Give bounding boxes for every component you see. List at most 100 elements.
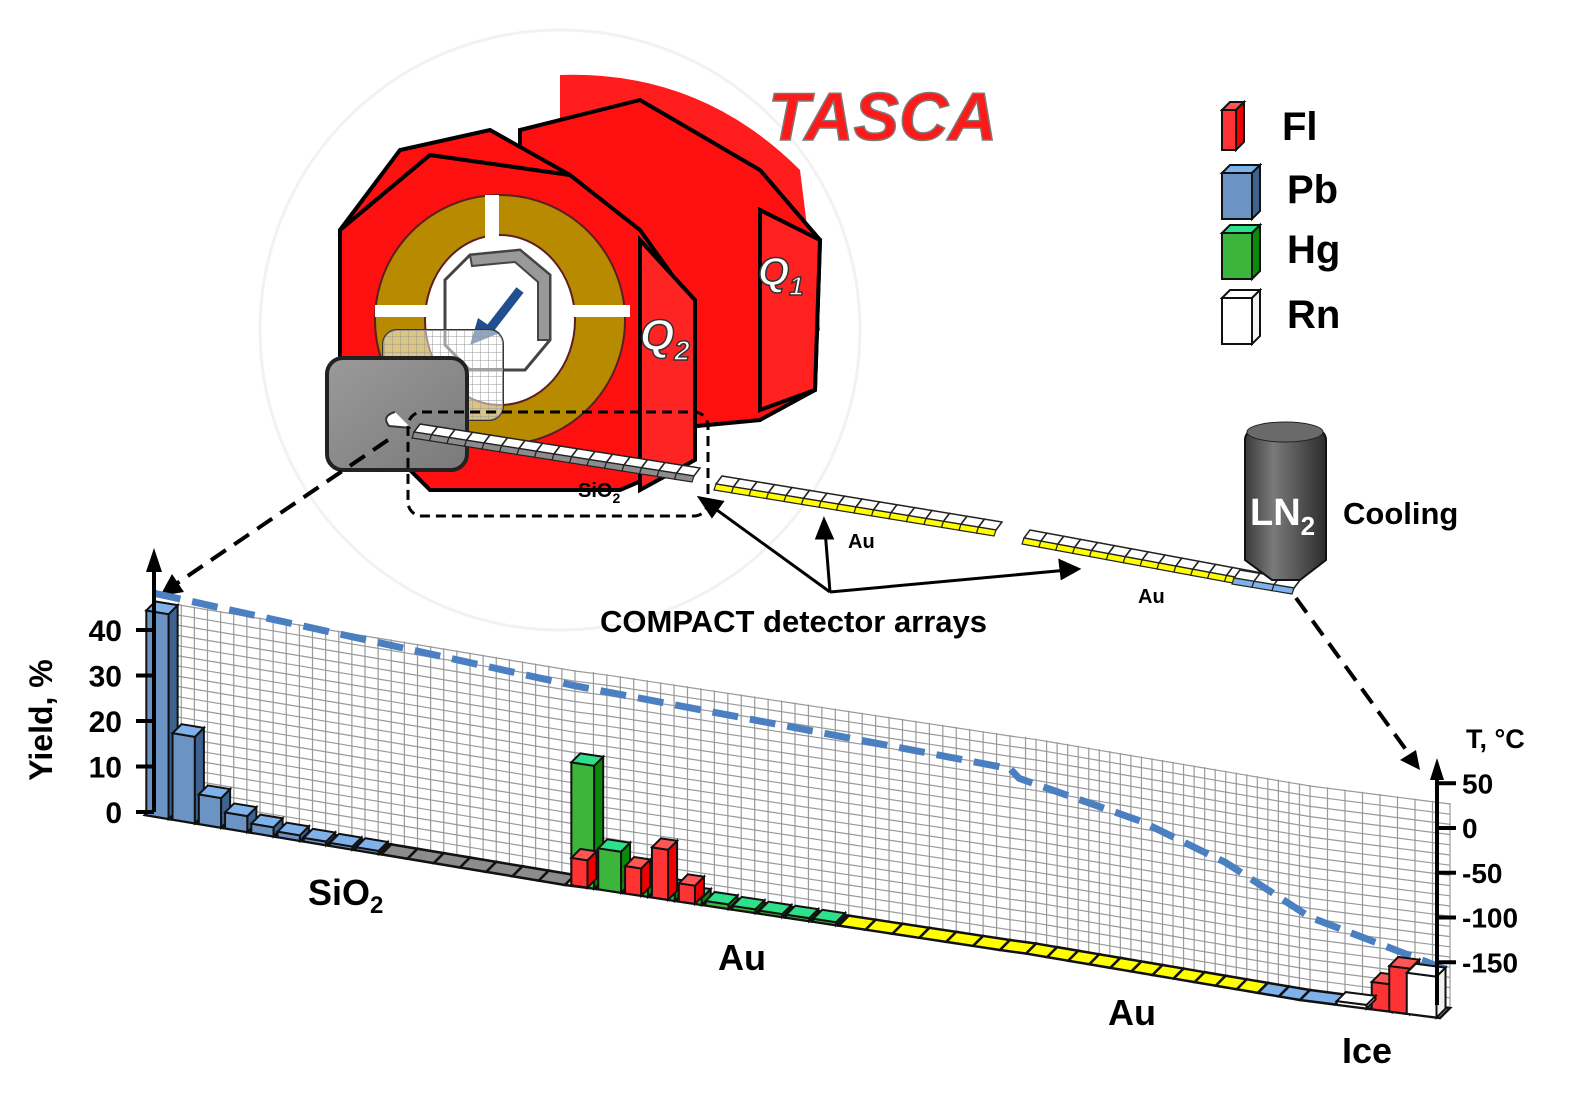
bar-top	[649, 837, 680, 851]
bar-pb	[327, 832, 364, 852]
bar-pb	[354, 837, 390, 857]
legend-label: Hg	[1287, 228, 1340, 272]
bar-pb	[196, 784, 233, 831]
bar-fl	[676, 873, 707, 907]
grid-line-horizontal	[154, 631, 1451, 836]
bar-hg	[730, 895, 767, 916]
yield-tick-label: 30	[89, 661, 122, 694]
bar-top	[569, 752, 606, 767]
legend-swatch-side	[1251, 287, 1261, 347]
bar-top	[784, 904, 821, 920]
legend-label: Fl	[1282, 105, 1318, 149]
legend-swatch	[1221, 232, 1253, 280]
temperature-tick-label: 0	[1462, 813, 1478, 844]
bar-top	[730, 895, 767, 911]
detector-arrays-caption: COMPACT detector arrays	[600, 604, 987, 639]
temperature-tick-label: -100	[1462, 903, 1518, 934]
grid-line-horizontal	[154, 610, 1451, 815]
bar-hg	[703, 890, 740, 912]
bar-top	[354, 837, 390, 853]
bar-top	[811, 908, 848, 924]
section-label-0: SiO2	[308, 872, 383, 919]
legend-swatch-side	[1251, 162, 1261, 222]
yield-axis-arrow-icon	[146, 548, 162, 572]
magnet-q1-side	[758, 206, 823, 413]
schematic-sio2-label: SiO2	[578, 480, 620, 506]
grid-line-horizontal	[154, 661, 1451, 866]
bar-top	[757, 900, 794, 916]
beam-pipe-rim	[468, 248, 551, 341]
tasca-title: TASCA	[768, 79, 997, 155]
yield-tick-label: 10	[89, 752, 122, 785]
grid-line-horizontal	[154, 794, 1451, 999]
legend-item-hg: Hg	[1219, 222, 1340, 282]
legend-swatch-side	[1235, 99, 1245, 153]
bar-top	[676, 873, 707, 887]
bar-pb	[301, 827, 338, 848]
grid-line-horizontal	[154, 641, 1451, 846]
bar-front	[650, 846, 670, 901]
schematic-detector-cell	[975, 526, 997, 537]
legend-swatch	[1221, 172, 1253, 220]
legend-swatch	[1221, 297, 1253, 345]
ln2-cooler: LN2	[1244, 421, 1327, 581]
bar-fl	[649, 837, 680, 903]
grid-line-horizontal	[154, 763, 1451, 968]
bar-fl	[569, 847, 599, 891]
bar-pb	[144, 600, 180, 822]
bar-front	[597, 847, 623, 894]
grid-line-horizontal	[154, 702, 1451, 907]
grid-line-horizontal	[154, 733, 1451, 938]
magnet-q2-label: Q2	[640, 311, 690, 366]
bar-pb	[222, 802, 259, 835]
caption-pointer-arrows	[696, 495, 1082, 594]
legend-item-fl: Fl	[1219, 99, 1318, 153]
bar-fl	[622, 855, 653, 899]
bar-front	[197, 793, 223, 829]
zoom-pointer-right	[1294, 596, 1420, 770]
zoom-pointer-left	[160, 438, 390, 596]
yield-bars	[144, 600, 1448, 1020]
temperature-tick-label: 50	[1462, 768, 1493, 799]
grid-line-horizontal	[154, 743, 1451, 948]
bar-top	[596, 838, 633, 853]
bar-front	[145, 609, 170, 821]
legend-label: Rn	[1287, 293, 1340, 337]
cooling-label: Cooling	[1343, 496, 1458, 531]
grid-line-horizontal	[154, 600, 1451, 805]
grid-line-horizontal	[154, 682, 1451, 887]
magnet-q2-side	[638, 234, 697, 494]
detector-array-schematic	[411, 423, 1302, 595]
bar-top	[249, 813, 285, 829]
bar-top	[1334, 991, 1378, 1006]
bar-top	[275, 821, 311, 837]
legend-item-pb: Pb	[1219, 162, 1338, 222]
legend-item-rn: Rn	[1219, 287, 1340, 347]
zoom-region-box	[406, 410, 710, 518]
yield-tick-label: 40	[89, 615, 122, 648]
bar-hg	[784, 904, 821, 924]
bar-front	[171, 731, 196, 825]
coil-gap-left	[375, 305, 430, 317]
chart-grid	[154, 600, 1451, 1009]
grid-line-horizontal	[154, 773, 1451, 978]
coil-gap-top	[485, 195, 499, 245]
grid-line-horizontal	[154, 620, 1451, 825]
bar-pb	[275, 821, 311, 844]
grid-line-horizontal	[154, 692, 1451, 897]
grid-line-horizontal	[154, 753, 1451, 958]
gas-inlet-icon	[385, 411, 412, 429]
background-circle	[258, 28, 862, 632]
bar-front	[624, 864, 643, 897]
section-label-3: Ice	[1342, 1030, 1392, 1071]
bar-rn	[1334, 991, 1378, 1011]
bar-front	[1405, 971, 1438, 1019]
bar-top	[569, 847, 599, 862]
bar-top	[1387, 955, 1422, 970]
schematic-detector-cell	[673, 472, 695, 483]
bar-top	[622, 855, 653, 870]
legend-label: Pb	[1287, 168, 1338, 212]
bar-top	[170, 723, 206, 738]
yield-axis-label: Yield, %	[23, 659, 59, 781]
